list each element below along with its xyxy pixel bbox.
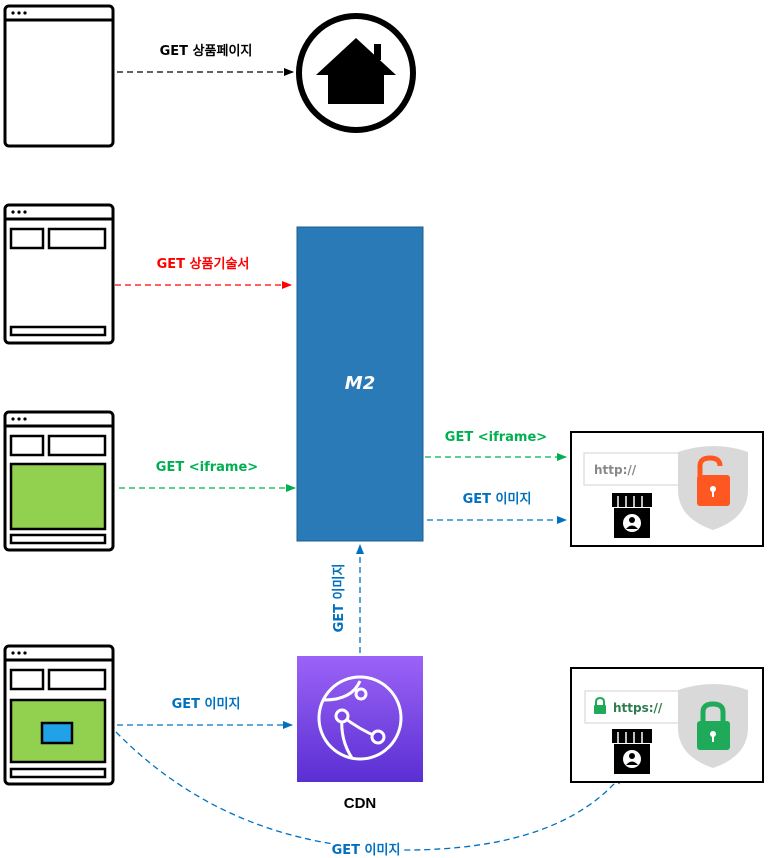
secure-site-panel: https:// (570, 667, 764, 783)
cdn-icon (297, 656, 423, 782)
image-block (40, 721, 74, 745)
shop-icon (612, 729, 652, 774)
label-get-image-bottom: GET 이미지 (332, 842, 401, 858)
browser-window-2 (3, 203, 115, 345)
browser-window-1 (3, 4, 115, 148)
browser-window-4 (3, 644, 115, 786)
arrow-get-image-bottom (115, 731, 623, 851)
label-get-iframe-left: GET <iframe> (156, 460, 258, 475)
address-bar-http (583, 452, 682, 486)
label-get-image-vertical: GET 이미지 (331, 564, 347, 633)
cdn-label: CDN (344, 795, 377, 812)
unlocked-padlock-icon (697, 455, 730, 506)
home-icon (296, 13, 416, 133)
label-get-iframe-right: GET <iframe> (445, 430, 547, 445)
m2-server: M2 (296, 226, 424, 542)
iframe-area (9, 462, 107, 531)
url-text-http: http:// (594, 463, 637, 477)
browser-window-3 (3, 410, 115, 552)
insecure-site-panel: http:// (570, 431, 764, 547)
label-get-image-right: GET 이미지 (463, 491, 532, 507)
label-get-product-page: GET 상품페이지 (160, 43, 253, 59)
shop-icon (612, 493, 652, 538)
label-get-product-spec: GET 상품기술서 (157, 257, 250, 272)
label-get-image-cdn: GET 이미지 (172, 696, 241, 712)
url-text-https: https:// (613, 701, 663, 715)
locked-padlock-icon (697, 701, 730, 750)
m2-label: M2 (345, 373, 375, 394)
address-lock-icon (594, 696, 606, 714)
